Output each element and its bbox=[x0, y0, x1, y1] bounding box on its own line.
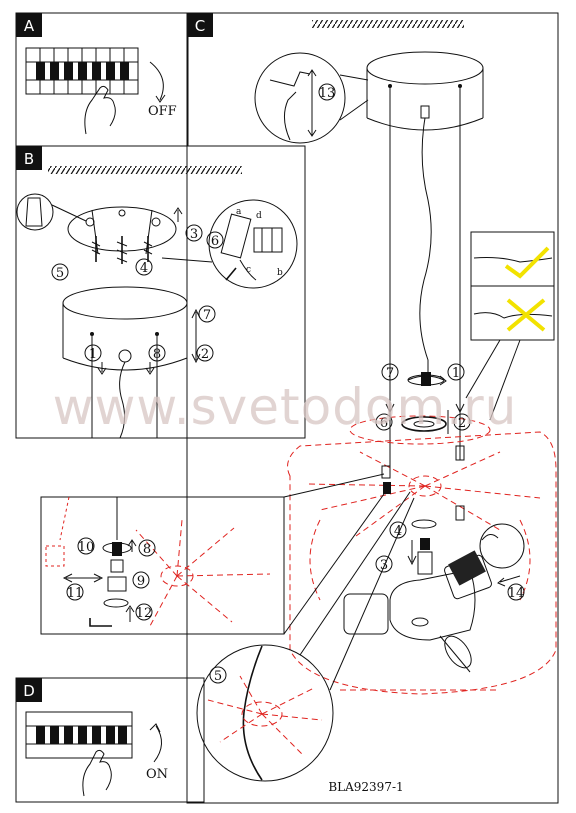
hand-icon-c bbox=[284, 91, 297, 141]
lamp-body bbox=[343, 554, 492, 673]
c-callout-6: 6 bbox=[380, 416, 388, 431]
c-callout-7: 7 bbox=[386, 366, 394, 381]
parts-stack bbox=[381, 372, 465, 575]
cable-zoom bbox=[196, 491, 415, 782]
hand-icon bbox=[84, 85, 116, 135]
off-label: OFF bbox=[148, 104, 177, 119]
hand-icon-d bbox=[82, 749, 112, 797]
connector-letter-b: b bbox=[277, 268, 283, 278]
check-mark-icon bbox=[504, 246, 550, 279]
panel-a-label: A bbox=[24, 17, 35, 35]
connector-letter-d: d bbox=[256, 211, 262, 221]
panel-b-header bbox=[16, 146, 42, 170]
detail-inset bbox=[40, 473, 385, 635]
ceiling-canopy bbox=[366, 51, 484, 131]
c-callout-10: 10 bbox=[78, 540, 95, 555]
hatch-bar-b bbox=[48, 166, 242, 174]
turn-arrow-icon-d bbox=[153, 725, 162, 763]
panel-d-label: D bbox=[23, 682, 35, 700]
connector-letter-a: a bbox=[236, 207, 242, 217]
panel-c-header bbox=[187, 13, 213, 37]
c-callout-5: 5 bbox=[214, 669, 222, 684]
panel-a: A OFF bbox=[15, 12, 189, 147]
panel-b-label: B bbox=[24, 150, 34, 168]
panel-c-frame bbox=[186, 12, 559, 804]
panel-c-label: C bbox=[195, 17, 205, 35]
breaker-switch-icon bbox=[25, 47, 139, 95]
screw-icon bbox=[91, 236, 153, 264]
turn-arrow-icon bbox=[149, 61, 164, 101]
b-callout-2: 2 bbox=[201, 347, 209, 362]
c-callout-14: 14 bbox=[508, 586, 525, 601]
c-callout-2: 2 bbox=[458, 416, 466, 431]
lampshade-outline bbox=[287, 415, 557, 695]
model-code: BLA92397-1 bbox=[328, 780, 403, 794]
b-callout-1: 1 bbox=[89, 347, 97, 362]
panel-b: B a b c d bbox=[15, 145, 306, 439]
b-callout-6: 6 bbox=[211, 234, 219, 249]
panel-b-frame bbox=[15, 145, 306, 439]
panel-d-frame bbox=[15, 677, 205, 803]
watermark-text: www.svetodom.ru bbox=[53, 378, 518, 436]
connector-letter-c: c bbox=[246, 265, 251, 275]
hook-zoom bbox=[254, 52, 346, 144]
dowel-zoom bbox=[16, 193, 54, 231]
b-callout-5: 5 bbox=[56, 266, 64, 281]
cable-check-box bbox=[465, 231, 555, 421]
c-callout-8: 8 bbox=[143, 542, 151, 557]
canopy-drum bbox=[62, 286, 188, 439]
c-callout-9: 9 bbox=[137, 574, 145, 589]
c-callout-13: 13 bbox=[319, 86, 336, 101]
turn-arrowhead-icon bbox=[155, 94, 166, 103]
c-callout-4: 4 bbox=[394, 524, 402, 539]
c-callout-12: 12 bbox=[136, 606, 153, 621]
cross-mark-icon bbox=[506, 298, 546, 332]
panel-d-header bbox=[16, 678, 42, 702]
spider-hub bbox=[305, 451, 541, 537]
on-label: ON bbox=[146, 767, 168, 782]
c-callout-1: 1 bbox=[452, 366, 460, 381]
light-bulb-icon bbox=[448, 523, 525, 586]
power-cable bbox=[419, 117, 432, 378]
hatch-bar-c bbox=[312, 20, 464, 28]
connector-zoom bbox=[208, 199, 298, 289]
panel-a-header bbox=[16, 13, 42, 37]
c-callout-11: 11 bbox=[67, 586, 84, 601]
panel-d: D ON bbox=[15, 677, 205, 803]
b-callout-7: 7 bbox=[203, 308, 211, 323]
wall-plug-icon bbox=[25, 197, 43, 227]
terminal-block-icon bbox=[253, 227, 283, 253]
b-callout-4: 4 bbox=[140, 261, 148, 276]
b-callout-8: 8 bbox=[153, 347, 161, 362]
breaker-switch-icon-d bbox=[25, 711, 133, 759]
b-callout-3: 3 bbox=[190, 227, 198, 242]
